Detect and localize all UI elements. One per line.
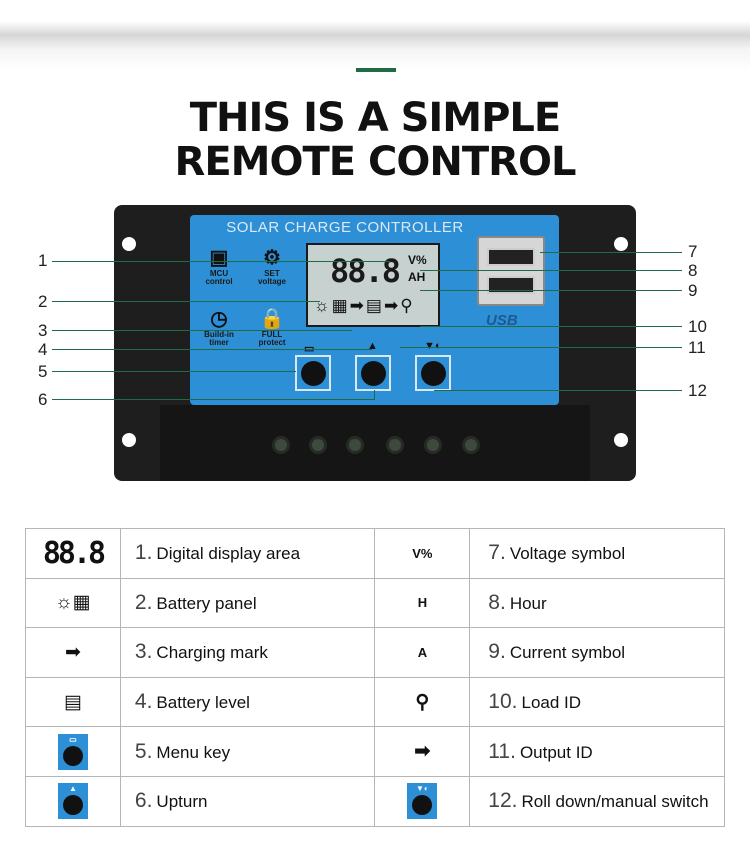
battery-icon: ▤ [63,691,82,713]
arrow-right-icon: ➡ [414,741,431,763]
table-row: ➡ 3.Charging mark A 9.Current symbol [25,627,725,678]
legend-label: Battery level [156,693,250,713]
headline-line-2: REMOTE CONTROL [174,139,577,185]
callout-number: 2 [38,292,48,311]
callout-number: 7 [688,242,698,261]
usb-label: USB [486,312,518,329]
callout-number: 5 [38,362,48,381]
accent-line [356,68,396,72]
terminal-screw [309,436,327,454]
voltage-symbol-icon: V% [412,545,433,561]
terminal-screw [272,436,290,454]
mounting-hole [614,237,628,251]
callout-number: 11 [688,338,706,357]
callout-leader [52,261,390,262]
callout-leader [52,349,372,350]
legend-label: Roll down/manual switch [521,792,709,812]
lcd-hour-current-symbol: AH [408,270,426,284]
callout-leader [52,330,352,331]
upturn-key-knob [361,361,386,386]
upturn-key[interactable] [355,355,391,391]
callout-number: 1 [38,251,48,270]
usb-port [487,276,535,294]
legend-label: Menu key [156,742,231,762]
callout-leader [420,290,682,291]
callout-leader [400,347,682,348]
legend-label: Current symbol [509,643,626,663]
callout-leader [420,270,682,271]
lcd-digits: 88.8 [330,252,401,290]
feature-mcu-control: ▣ MCU control [201,246,237,292]
up-key-icon: ▲ [57,783,88,820]
callout-number: 8 [688,261,698,280]
callout-number: 6 [38,390,48,409]
callout-number: 9 [688,281,698,300]
lcd-voltage-symbol: V% [408,253,427,267]
callout-leader [420,326,682,327]
clock-icon: ◷ [210,308,228,330]
panel-title: SOLAR CHARGE CONTROLLER [226,219,464,236]
callout-number: 10 [688,317,707,336]
legend-label: Battery panel [156,593,257,613]
table-row: 88.8 1.Digital display area V% 7.Voltage… [25,528,725,579]
roll-down-key-knob [421,361,446,386]
arrow-right-icon: ➡ [64,641,81,663]
callout-leader [52,399,374,400]
legend-label: Hour [509,593,547,613]
feature-full-protect: 🔒 FULL protect [254,307,290,353]
mounting-hole [614,433,628,447]
callout-number: 4 [38,340,48,359]
table-row: ☼▦ 2.Battery panel H 8.Hour [25,577,725,629]
headline-line-1: THIS IS A SIMPLE [189,95,562,141]
feature-set-voltage: ⚙ SET voltage [254,246,290,292]
bulb-icon: ⚲ [415,691,430,713]
callout-number: 3 [38,321,48,340]
chip-icon: ▣ [209,247,229,269]
callout-leader [434,390,682,391]
usb-port [487,248,535,266]
usb-ports [477,236,545,306]
gear-icon: ⚙ [263,247,281,269]
terminal-screw [424,436,442,454]
terminal-block [160,405,590,481]
legend-label: Charging mark [156,643,268,663]
digital-display-icon: 88.8 [42,535,106,571]
legend-label: Output ID [519,742,593,762]
terminal-screw [386,436,404,454]
menu-key[interactable] [295,355,331,391]
callout-leader [52,301,320,302]
legend-label: Load ID [521,693,582,713]
lcd-display [306,243,440,327]
up-key-symbol: ▲ [367,340,378,352]
callout-leader [540,252,682,253]
legend-label: Digital display area [156,544,301,564]
callout-number: 12 [688,381,707,400]
solar-panel-icon: ☼▦ [55,592,91,614]
current-symbol-icon: A [417,644,428,660]
table-row: ▤ 4.Battery level ⚲ 10.Load ID [25,676,725,728]
terminal-screw [346,436,364,454]
table-row: ▭ 5.Menu key ➡ 11.Output ID [25,726,725,777]
lcd-status-icons: ☼▦➡▤➡⚲ [314,296,415,315]
mounting-hole [122,237,136,251]
down-key-symbol: ▼◐ [424,340,442,352]
legend-table: 88.8 1.Digital display area V% 7.Voltage… [25,528,725,827]
lock-icon: 🔒 [259,308,285,330]
menu-key-knob [301,361,326,386]
terminal-screw [462,436,480,454]
menu-key-icon: ▭ [57,733,88,770]
callout-leader [52,371,296,372]
down-key-icon: ▼◐ [407,783,438,820]
feature-timer: ◷ Build-in timer [201,307,237,353]
legend-label: Upturn [156,792,208,812]
table-row: ▲ 6.Upturn ▼◐ 12.Roll down/manual switch [25,775,725,827]
top-gradient-band [0,0,750,70]
roll-down-key[interactable] [415,355,451,391]
hour-symbol-icon: H [417,595,428,611]
legend-label: Voltage symbol [509,544,626,564]
callout-leader [374,390,375,400]
mounting-hole [122,433,136,447]
